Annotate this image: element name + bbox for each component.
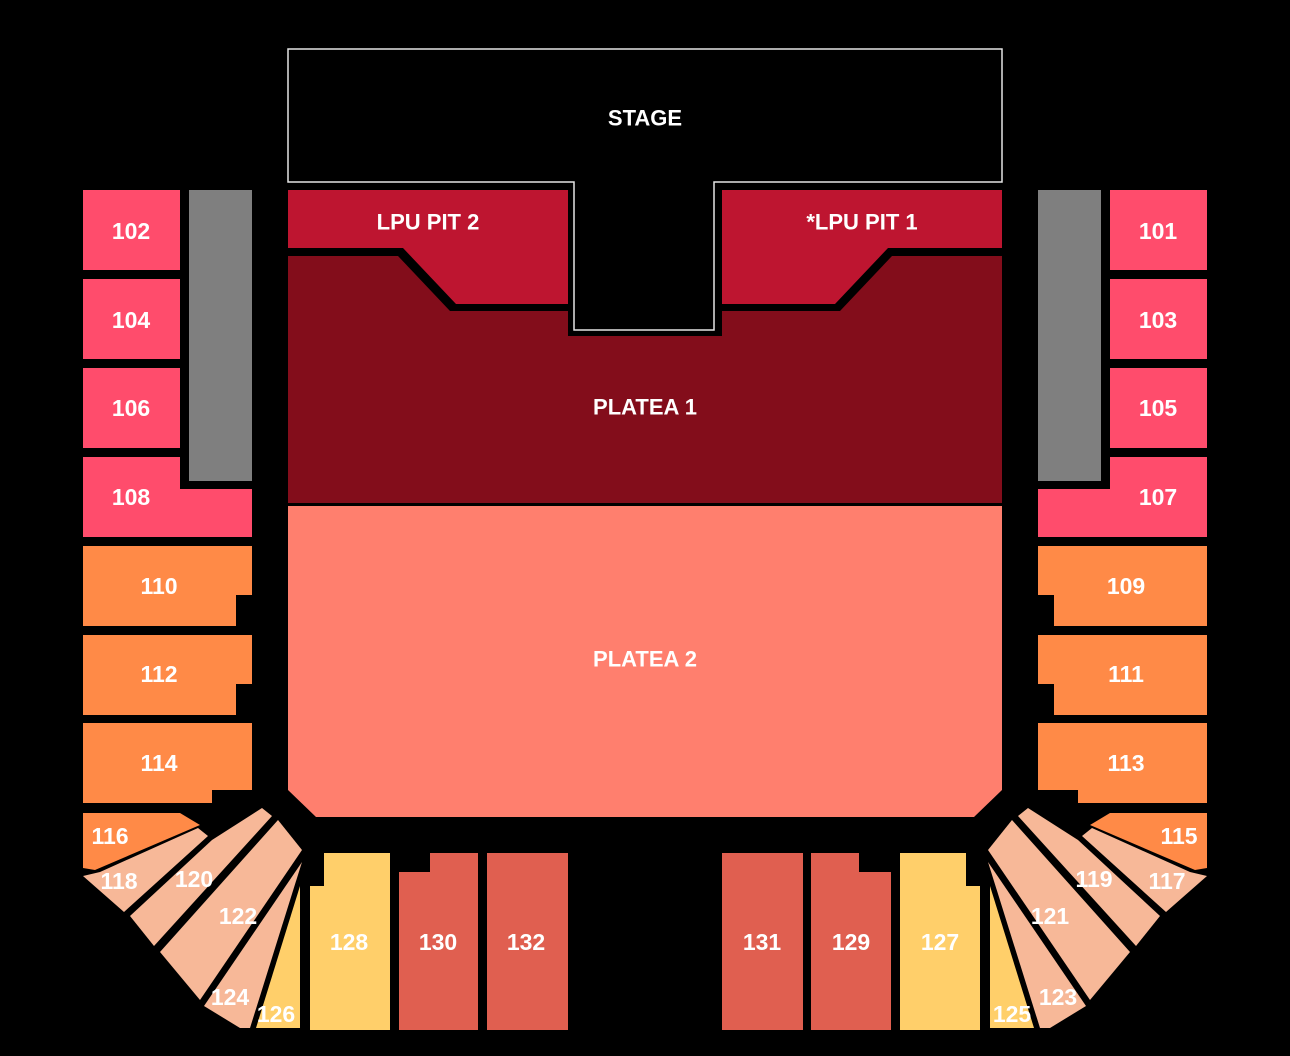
section-101-label: 101 [1139, 218, 1178, 244]
section-132[interactable] [487, 853, 568, 1030]
section-131[interactable] [722, 853, 803, 1030]
section-120-label: 120 [175, 866, 213, 892]
section-platea-2-label: PLATEA 2 [593, 647, 697, 672]
section-121[interactable] [988, 820, 1130, 1000]
section-126-label: 126 [257, 1001, 295, 1027]
section-120[interactable] [130, 808, 272, 946]
section-108-label: 108 [112, 484, 151, 510]
section-122-label: 122 [219, 903, 257, 929]
section-117[interactable] [1082, 828, 1207, 912]
section-106[interactable] [83, 368, 180, 448]
section-119-label: 119 [1075, 866, 1112, 892]
section-123-label: 123 [1039, 984, 1077, 1010]
section-125-label: 125 [993, 1001, 1032, 1027]
section-107[interactable] [1038, 457, 1207, 537]
section-131-label: 131 [743, 929, 782, 955]
section-103-label: 103 [1139, 307, 1177, 333]
section-lpu-pit-1[interactable] [722, 190, 1002, 304]
section-109-label: 109 [1107, 573, 1145, 599]
section-127[interactable] [900, 853, 980, 1030]
section-132-label: 132 [507, 929, 545, 955]
section-105-label: 105 [1139, 395, 1178, 421]
section-127-label: 127 [921, 929, 959, 955]
section-115[interactable] [1090, 813, 1207, 870]
section-116-label: 116 [91, 823, 128, 849]
section-110[interactable] [83, 546, 252, 626]
stage-area [287, 48, 1003, 331]
section-130-label: 130 [419, 929, 457, 955]
section-128-label: 128 [330, 929, 369, 955]
section-124-label: 124 [211, 984, 250, 1010]
section-110-label: 110 [140, 573, 177, 599]
section-111-label: 111 [1108, 661, 1144, 687]
section-119[interactable] [1018, 808, 1160, 946]
section-102[interactable] [83, 190, 180, 270]
section-130[interactable] [399, 853, 478, 1030]
blocked-area-right [1038, 190, 1101, 481]
section-117-label: 117 [1148, 868, 1185, 894]
section-118-label: 118 [100, 868, 137, 894]
section-118[interactable] [83, 828, 208, 912]
section-128[interactable] [310, 853, 390, 1030]
section-122[interactable] [160, 820, 302, 1000]
section-101[interactable] [1110, 190, 1207, 270]
section-112[interactable] [83, 635, 252, 715]
section-104-label: 104 [112, 307, 151, 333]
section-105[interactable] [1110, 368, 1207, 448]
section-platea-2[interactable] [288, 506, 1002, 817]
section-116[interactable] [83, 813, 200, 870]
section-121-label: 121 [1031, 903, 1070, 929]
section-104[interactable] [83, 279, 180, 359]
stage-label: STAGE [608, 106, 682, 131]
section-103[interactable] [1110, 279, 1207, 359]
section-124[interactable] [204, 862, 302, 1028]
section-113[interactable] [1038, 723, 1207, 803]
section-111[interactable] [1038, 635, 1207, 715]
section-112-label: 112 [140, 661, 177, 687]
section-129-label: 129 [832, 929, 870, 955]
section-lpu-pit-1-label: *LPU PIT 1 [806, 210, 917, 235]
section-114-label: 114 [140, 750, 177, 776]
section-108[interactable] [83, 457, 252, 537]
section-106-label: 106 [112, 395, 150, 421]
section-lpu-pit-2-label: LPU PIT 2 [377, 210, 480, 235]
section-platea-1[interactable] [288, 256, 1002, 503]
section-114[interactable] [83, 723, 252, 803]
section-126[interactable] [256, 886, 300, 1028]
section-129[interactable] [811, 853, 891, 1030]
section-platea-1-label: PLATEA 1 [593, 395, 697, 420]
section-102-label: 102 [112, 218, 150, 244]
section-lpu-pit-2[interactable] [288, 190, 568, 304]
section-107-label: 107 [1139, 484, 1177, 510]
section-109[interactable] [1038, 546, 1207, 626]
section-125[interactable] [990, 886, 1034, 1028]
section-115-label: 115 [1160, 823, 1197, 849]
section-123[interactable] [988, 862, 1086, 1028]
blocked-area-left [189, 190, 252, 481]
section-113-label: 113 [1107, 750, 1144, 776]
